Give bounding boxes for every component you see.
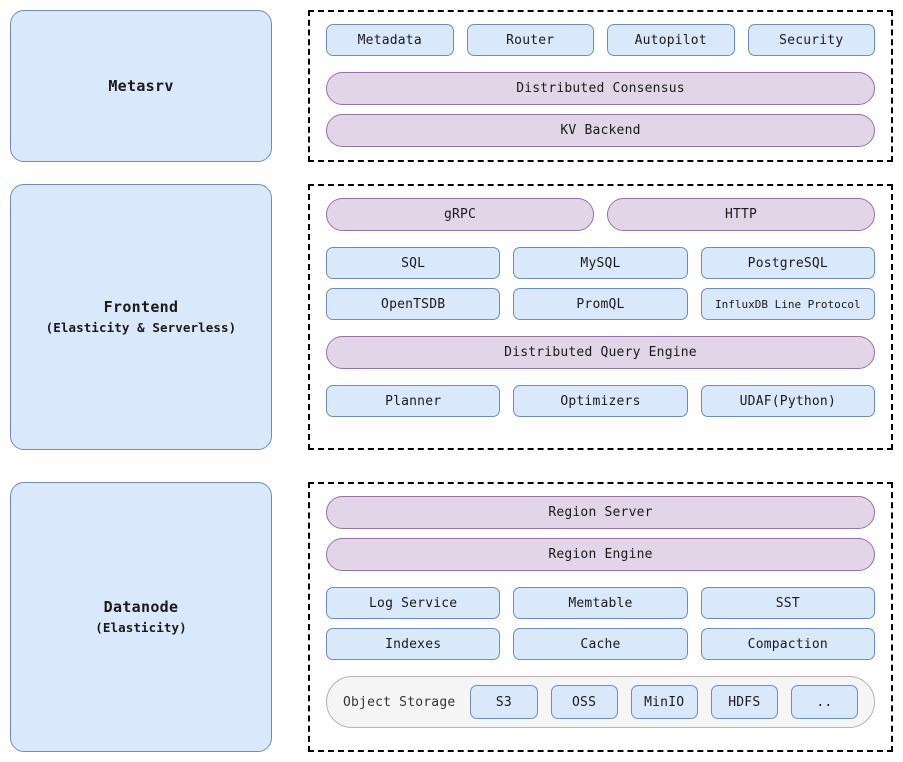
node-autopilot[interactable]: Autopilot [607,24,735,56]
metasrv-kv-row: KV Backend [326,114,875,147]
datanode-region-server-row: Region Server [326,496,875,529]
role-panel-metasrv: Metasrv [10,10,272,162]
frontend-query-engine-row: Distributed Query Engine [326,336,875,369]
node-distributed-consensus[interactable]: Distributed Consensus [326,72,875,105]
node-router[interactable]: Router [466,24,594,56]
role-title-metasrv: Metasrv [108,76,174,95]
node-log-service[interactable]: Log Service [326,587,501,619]
node-s3[interactable]: S3 [470,685,538,719]
role-title-datanode: Datanode [103,597,179,616]
node-sql[interactable]: SQL [326,247,501,279]
node-promql[interactable]: PromQL [513,288,688,320]
group-frontend: gRPC HTTP SQL MySQL PostgreSQL OpenTSDB … [308,184,893,450]
group-metasrv: Metadata Router Autopilot Security Distr… [308,10,893,162]
metasrv-consensus-row: Distributed Consensus [326,72,875,105]
node-indexes[interactable]: Indexes [326,628,501,660]
node-metadata[interactable]: Metadata [326,24,454,56]
node-opentsdb[interactable]: OpenTSDB [326,288,501,320]
frontend-interfaces-row-2: OpenTSDB PromQL InfluxDB Line Protocol [326,288,875,320]
node-region-engine[interactable]: Region Engine [326,538,875,571]
datanode-region-engine-row: Region Engine [326,538,875,571]
frontend-interfaces-row-1: SQL MySQL PostgreSQL [326,247,875,279]
node-http[interactable]: HTTP [607,198,875,231]
node-sst[interactable]: SST [700,587,875,619]
object-storage-label: Object Storage [343,694,456,710]
datanode-components-row-2: Indexes Cache Compaction [326,628,875,660]
node-minio[interactable]: MinIO [630,685,698,719]
node-more-backends[interactable]: .. [790,685,858,719]
node-optimizers[interactable]: Optimizers [513,385,688,417]
frontend-protocols-row: gRPC HTTP [326,198,875,231]
datanode-storage-row: Object Storage S3 OSS MinIO HDFS .. [326,676,875,728]
frontend-engine-parts-row: Planner Optimizers UDAF(Python) [326,385,875,417]
node-mysql[interactable]: MySQL [513,247,688,279]
group-datanode: Region Server Region Engine Log Service … [308,482,893,752]
node-influxdb-line-protocol[interactable]: InfluxDB Line Protocol [700,288,875,320]
node-security[interactable]: Security [747,24,875,56]
node-postgresql[interactable]: PostgreSQL [700,247,875,279]
object-storage-group: Object Storage S3 OSS MinIO HDFS .. [326,676,875,728]
node-memtable[interactable]: Memtable [513,587,688,619]
role-title-frontend: Frontend [103,297,179,316]
role-panel-datanode: Datanode (Elasticity) [10,482,272,752]
node-region-server[interactable]: Region Server [326,496,875,529]
node-oss[interactable]: OSS [550,685,618,719]
node-udaf-python[interactable]: UDAF(Python) [700,385,875,417]
node-kv-backend[interactable]: KV Backend [326,114,875,147]
node-distributed-query-engine[interactable]: Distributed Query Engine [326,336,875,369]
node-compaction[interactable]: Compaction [700,628,875,660]
role-subtitle-frontend: (Elasticity & Serverless) [45,320,237,336]
datanode-components-row-1: Log Service Memtable SST [326,587,875,619]
metasrv-services-row: Metadata Router Autopilot Security [326,24,875,56]
role-panel-frontend: Frontend (Elasticity & Serverless) [10,184,272,450]
node-grpc[interactable]: gRPC [326,198,594,231]
node-planner[interactable]: Planner [326,385,501,417]
node-hdfs[interactable]: HDFS [710,685,778,719]
role-subtitle-datanode: (Elasticity) [95,620,187,636]
node-cache[interactable]: Cache [513,628,688,660]
